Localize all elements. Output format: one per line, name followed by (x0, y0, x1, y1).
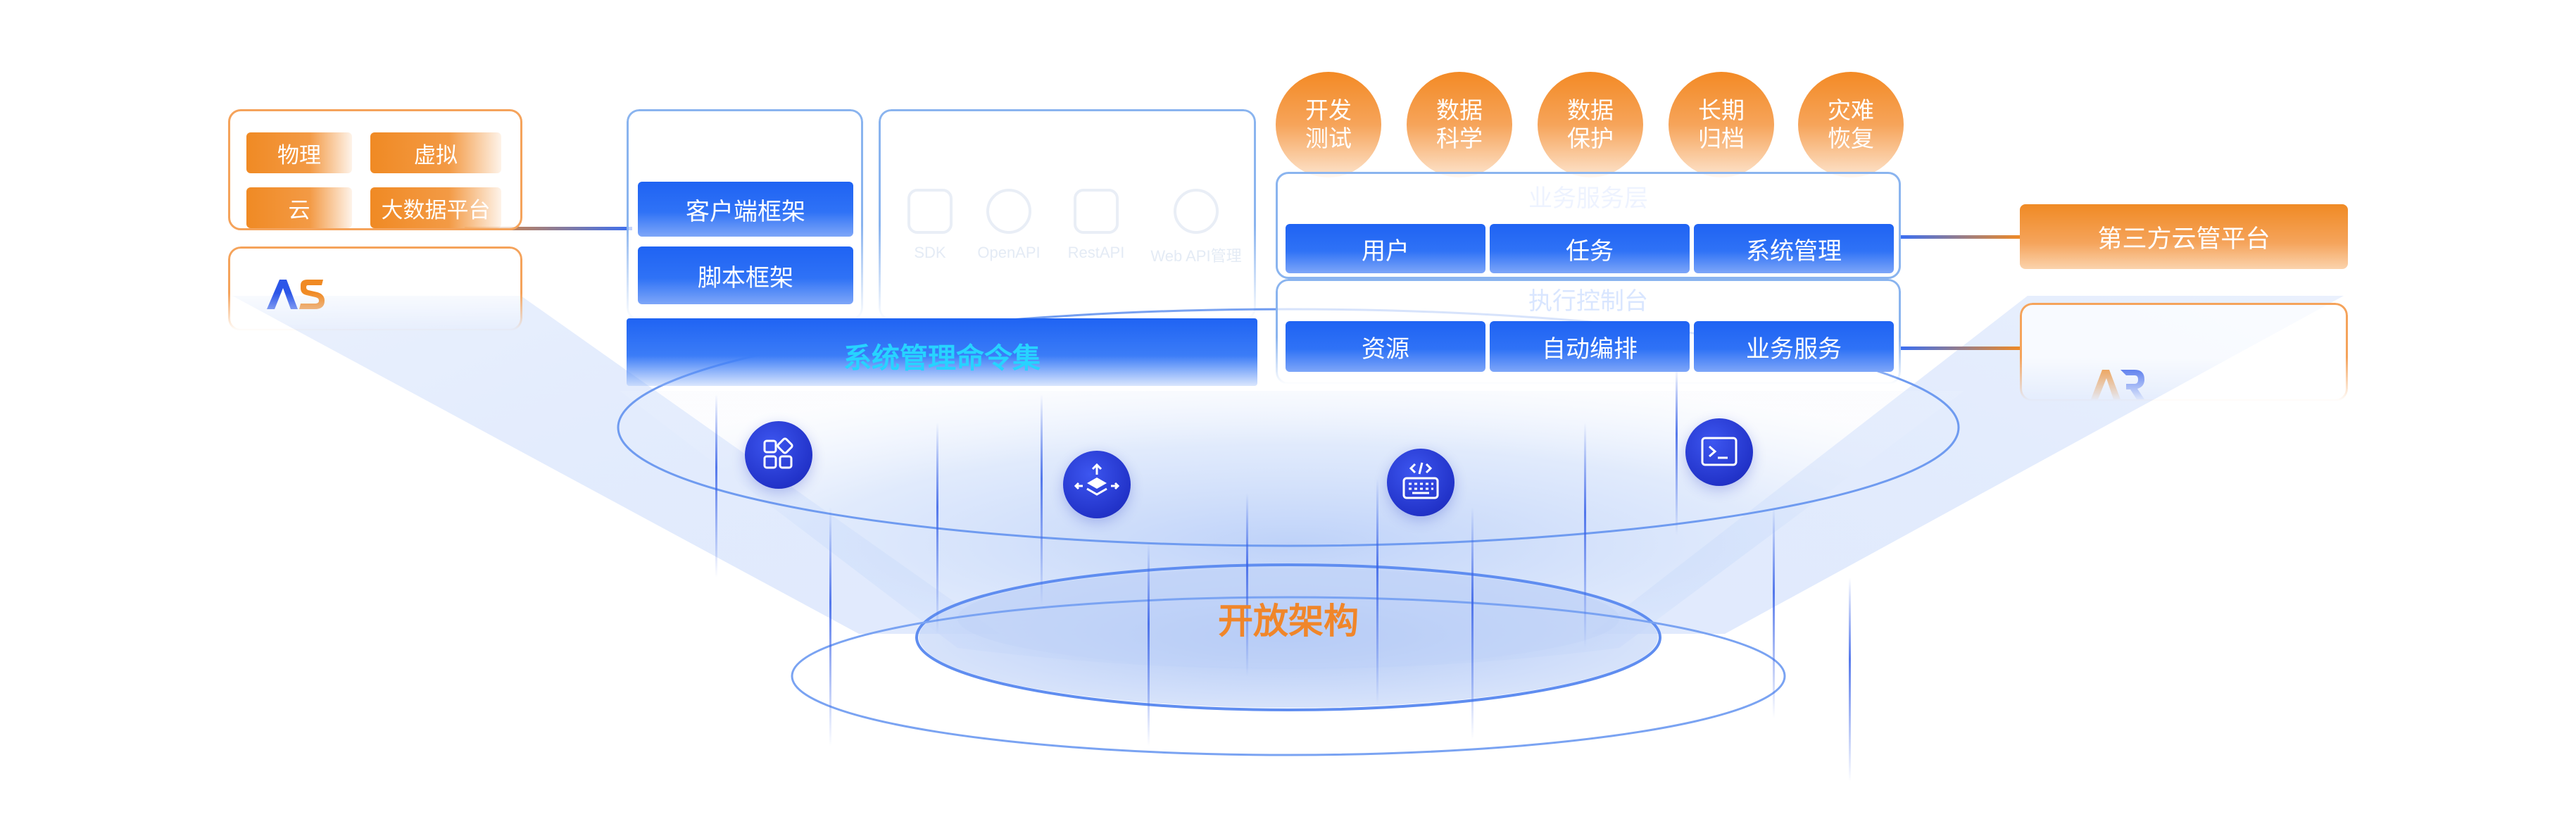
system-command-set-label: 系统管理命令集 (843, 343, 1041, 374)
code-keyboard-icon[interactable] (1387, 449, 1455, 516)
scenario-data-science-line2: 科学 (1436, 125, 1483, 151)
scenario-data-science-line1: 数据 (1436, 97, 1483, 123)
restapi-icon (1074, 189, 1119, 234)
scenario-data-protection-line2: 保护 (1567, 125, 1614, 151)
scenario-data-protection[interactable]: 数据保护 (1538, 72, 1643, 177)
service-layer-title: 业务服务层 (1528, 185, 1648, 212)
webapi-icon (1174, 189, 1219, 234)
tag-virtual[interactable]: 虚拟 (370, 132, 501, 173)
scenario-long-term-archive-line1: 长期 (1698, 97, 1745, 123)
console-business-service-button[interactable]: 业务服务 (1694, 321, 1894, 372)
console-resource-button[interactable]: 资源 (1286, 321, 1485, 372)
scenario-dev-test-line1: 开发 (1305, 97, 1352, 123)
restapi-tile[interactable]: RestAPI (1057, 189, 1135, 262)
webapi-label: Web API管理 (1150, 247, 1242, 265)
scenario-data-protection-line1: 数据 (1567, 97, 1614, 123)
as-logo-icon (264, 277, 327, 316)
sdk-label: SDK (914, 244, 946, 261)
execution-console-title: 执行控制台 (1528, 288, 1648, 315)
tag-cloud[interactable]: 云 (246, 187, 352, 228)
layer-upload-icon[interactable] (1063, 451, 1131, 518)
scenario-disaster-recovery[interactable]: 灾难恢复 (1798, 72, 1904, 177)
console-auto-orchestration-button[interactable]: 自动编排 (1490, 321, 1690, 372)
scenario-disaster-recovery-line1: 灾难 (1828, 97, 1874, 123)
openapi-icon (986, 189, 1031, 234)
third-party-cloud-platform-label: 第三方云管平台 (2097, 225, 2270, 253)
ar-logo-icon (2090, 368, 2146, 404)
system-command-set-bar[interactable]: 系统管理命令集 (627, 318, 1257, 386)
sdk-icon (907, 189, 953, 234)
scenario-long-term-archive[interactable]: 长期归档 (1669, 72, 1774, 177)
tag-physical[interactable]: 物理 (246, 132, 352, 173)
webapi-tile[interactable]: Web API管理 (1143, 189, 1249, 266)
open-architecture-label: 开放架构 (1218, 601, 1359, 641)
as-logo-panel: AS (228, 246, 522, 331)
third-party-cloud-platform-button[interactable]: 第三方云管平台 (2020, 204, 2348, 269)
scenario-data-science[interactable]: 数据科学 (1407, 72, 1512, 177)
sdk-tile[interactable]: SDK (907, 189, 953, 262)
scenario-long-term-archive-line2: 归档 (1698, 125, 1745, 151)
scenario-disaster-recovery-line2: 恢复 (1828, 125, 1874, 151)
tag-bigdata-platform[interactable]: 大数据平台 (370, 187, 501, 228)
scenario-dev-test[interactable]: 开发测试 (1276, 72, 1381, 177)
openapi-label: OpenAPI (977, 244, 1041, 261)
service-task-button[interactable]: 任务 (1490, 224, 1690, 273)
client-framework-button[interactable]: 客户端框架 (638, 182, 853, 237)
scenario-dev-test-line2: 测试 (1305, 125, 1352, 151)
ar-logo-panel: AR (2020, 303, 2348, 401)
restapi-label: RestAPI (1067, 244, 1125, 261)
apps-grid-icon[interactable] (745, 421, 812, 489)
script-framework-button[interactable]: 脚本框架 (638, 246, 853, 304)
ar-logo-text: AR (2022, 305, 2023, 306)
terminal-icon[interactable] (1685, 418, 1753, 486)
service-system-management-button[interactable]: 系统管理 (1694, 224, 1894, 273)
service-user-button[interactable]: 用户 (1286, 224, 1485, 273)
openapi-tile[interactable]: OpenAPI (970, 189, 1048, 262)
